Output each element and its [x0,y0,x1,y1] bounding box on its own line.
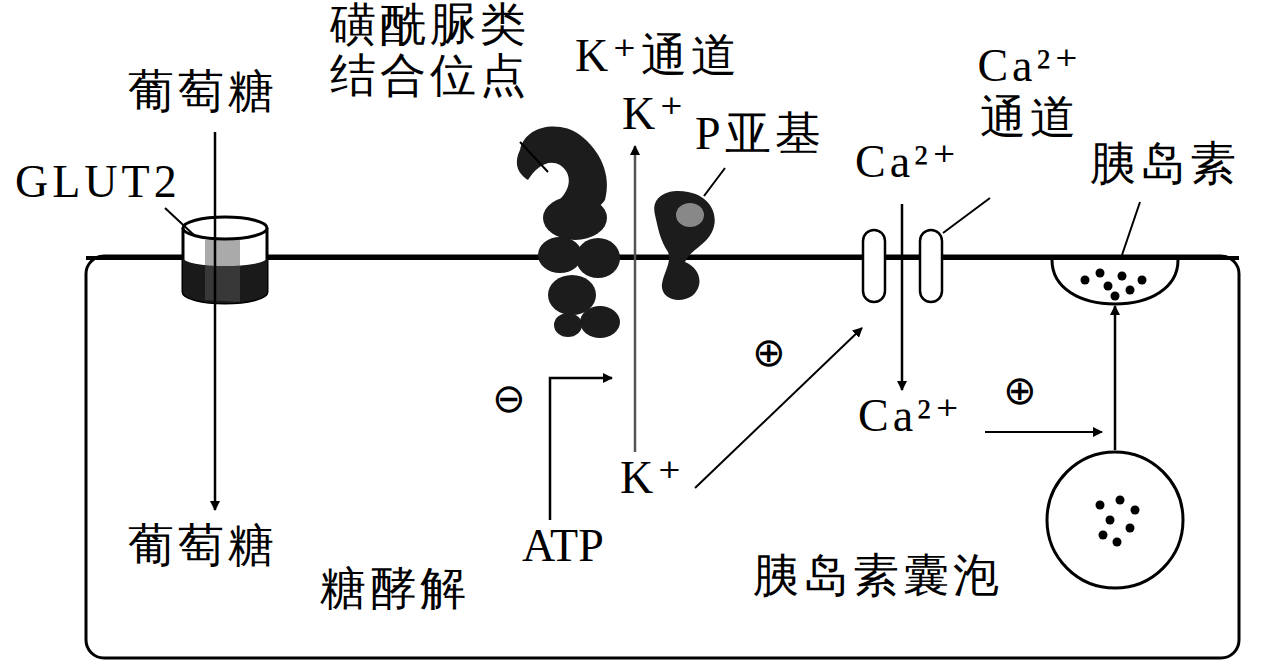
arrow [634,146,637,452]
node-label: 胰岛素囊泡 [753,550,1003,603]
text-label: 磺酰脲类 结合位点 [330,0,570,101]
text-label: GLUT2 [15,156,181,209]
vesicle-circle [1047,452,1183,588]
insulin-dot [1081,276,1090,285]
text-label: Ca²⁺ [855,136,960,189]
insulin-dot [1099,531,1108,540]
leader-line [943,198,990,233]
leader-line [520,142,548,172]
insulin-dot [1126,524,1135,533]
vesicle-outline [1045,450,1185,590]
insulin-dot [1138,276,1147,285]
text-label: K⁺ [622,88,688,141]
text-label: ATP [522,520,604,573]
text-label: K⁺通道 [575,30,741,83]
text-label: Ca²⁺ [858,390,963,443]
arrow [985,431,1102,433]
text-label: K⁺ [620,452,686,505]
insulin-dot [1106,516,1115,525]
text-label: P亚基 [695,108,825,161]
cell-outline [86,256,1239,658]
vesicle-outline [1052,260,1178,304]
text-label: 葡萄糖 [128,520,278,573]
sign-symbol: ⊖ [492,378,526,418]
leader-line [704,168,725,196]
insulin-dot [1118,272,1127,281]
arrow [695,328,862,488]
arrow [901,204,904,390]
glut2-transporter [183,217,267,303]
insulin-dot [1113,538,1122,547]
text-label: Ca²⁺ 通道 [966,40,1094,143]
insulin-dot [1126,286,1135,295]
connector-arrow [1114,306,1117,450]
insulin-dot [1116,496,1125,505]
leader-line [165,208,195,236]
insulin-vesicle: 胰岛素囊泡 [1045,450,1185,590]
arrow [214,132,217,510]
vesicle-outline [1050,258,1180,306]
k-channel [517,127,715,338]
insulin-dot [1096,269,1105,278]
arrow [550,378,612,520]
text-label: 葡萄糖 [128,66,278,119]
insulin-dot [1096,501,1105,510]
leader-line [1122,202,1140,255]
text-label: 糖酵解 [320,563,470,616]
sign-symbol: ⊕ [1003,370,1037,410]
insulin-dot [1104,282,1113,291]
secreted-vesicle: 胰岛素 [1050,258,1180,306]
insulin-dot [1131,506,1140,515]
insulin-dot [1111,292,1120,301]
node-label: 胰岛素 [1090,138,1240,191]
sign-symbol: ⊕ [752,332,786,372]
